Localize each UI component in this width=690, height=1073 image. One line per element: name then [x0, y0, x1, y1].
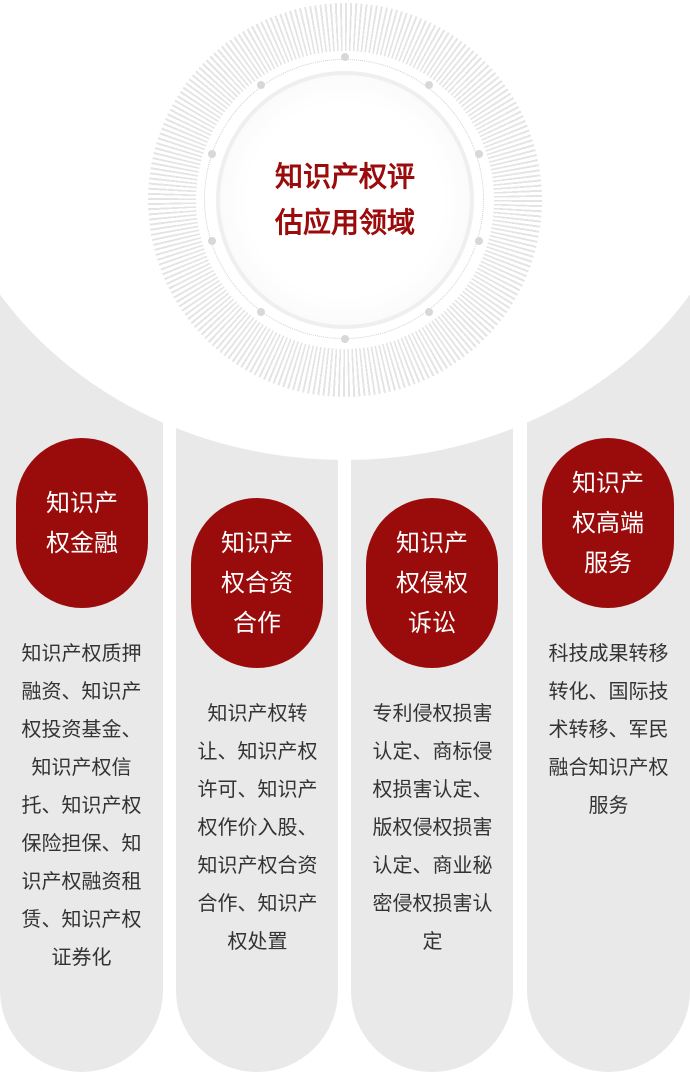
ring-dot [475, 237, 483, 245]
ring-dot [425, 308, 433, 316]
column-badge-4: 知识产权高端服务 [542, 438, 674, 608]
center-title: 知识产权评估应用领域 [275, 160, 416, 239]
ring-dot [208, 150, 216, 158]
column-badge-3: 知识产权侵权诉讼 [366, 498, 498, 668]
ring-dot [341, 335, 349, 343]
column-description: 科技成果转移转化、国际技术转移、军民融合知识产权服务 [548, 641, 669, 817]
column-description: 知识产权转让、知识产权许可、知识产权作价入股、知识产权合资合作、知识产权处置 [197, 701, 318, 953]
ring-dot [257, 81, 265, 89]
column-title: 知识产权高端服务 [572, 469, 644, 577]
ring-dot [208, 237, 216, 245]
column-title: 知识产权侵权诉讼 [396, 529, 468, 637]
ring-dot [475, 150, 483, 158]
column-badge-1: 知识产权金融 [16, 438, 148, 608]
center-circle: 知识产权评估应用领域 [216, 71, 474, 329]
column-title: 知识产权金融 [46, 489, 118, 557]
column-title: 知识产权合资合作 [221, 529, 293, 637]
ring-dot [341, 53, 349, 61]
column-description: 知识产权质押融资、知识产权投资基金、知识产权信托、知识产权保险担保、知识产权融资… [21, 641, 142, 969]
column-description: 专利侵权损害认定、商标侵权损害认定、版权侵权损害认定、商业秘密侵权损害认定 [372, 701, 493, 953]
ring-dot [425, 81, 433, 89]
column-badge-2: 知识产权合资合作 [191, 498, 323, 668]
ring-dot [257, 308, 265, 316]
